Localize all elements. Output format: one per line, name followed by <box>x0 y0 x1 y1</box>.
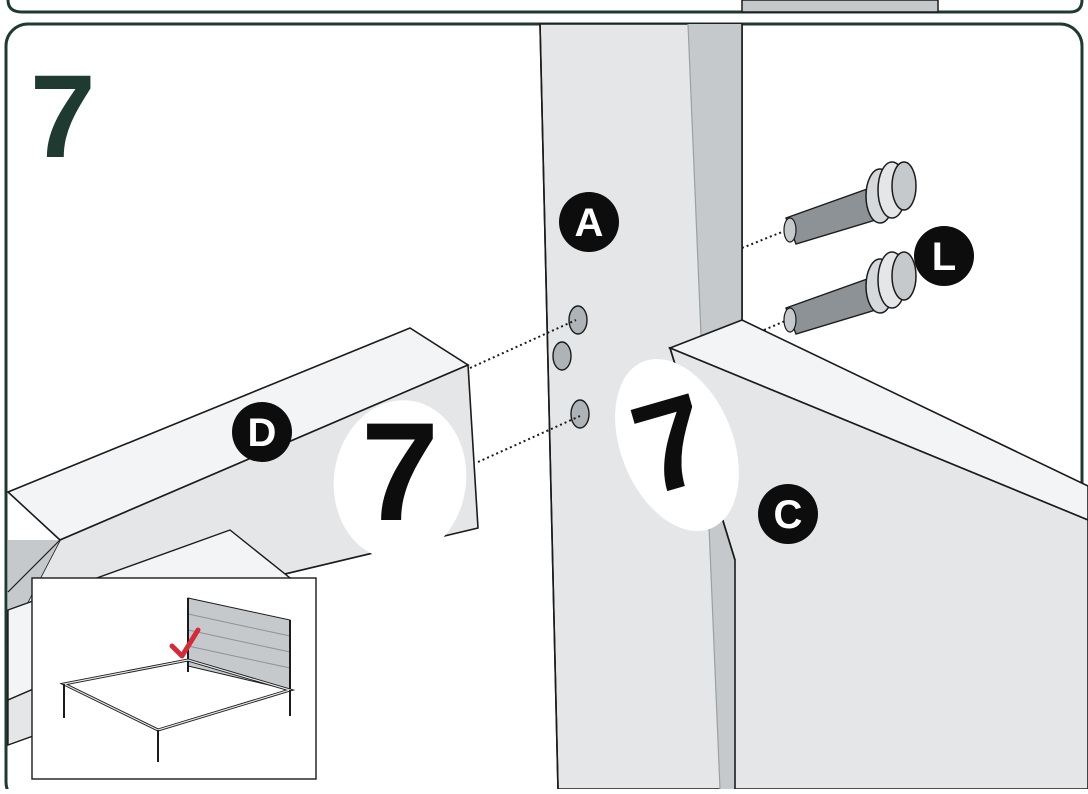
bed-frame-overview-icon <box>31 577 317 780</box>
bolt-hole <box>570 399 590 429</box>
part-label-d: D <box>232 402 292 462</box>
previous-step-frame <box>6 0 1084 14</box>
step-number: 7 <box>30 51 96 183</box>
svg-text:7: 7 <box>361 393 439 550</box>
svg-text:C: C <box>774 493 803 537</box>
svg-text:A: A <box>575 201 604 245</box>
part-label-c: C <box>758 484 818 544</box>
bolt-hole <box>552 341 572 371</box>
bolt-hole <box>568 305 588 335</box>
part-label-a: A <box>559 192 619 252</box>
side-rail-c <box>667 319 1088 790</box>
svg-text:L: L <box>932 235 956 279</box>
joint-mark-end-rail: 7 <box>333 393 467 560</box>
part-label-l: L <box>914 226 974 286</box>
svg-text:D: D <box>248 411 277 455</box>
bolt-l-upper <box>783 161 917 245</box>
checkmark-icon <box>169 627 201 659</box>
